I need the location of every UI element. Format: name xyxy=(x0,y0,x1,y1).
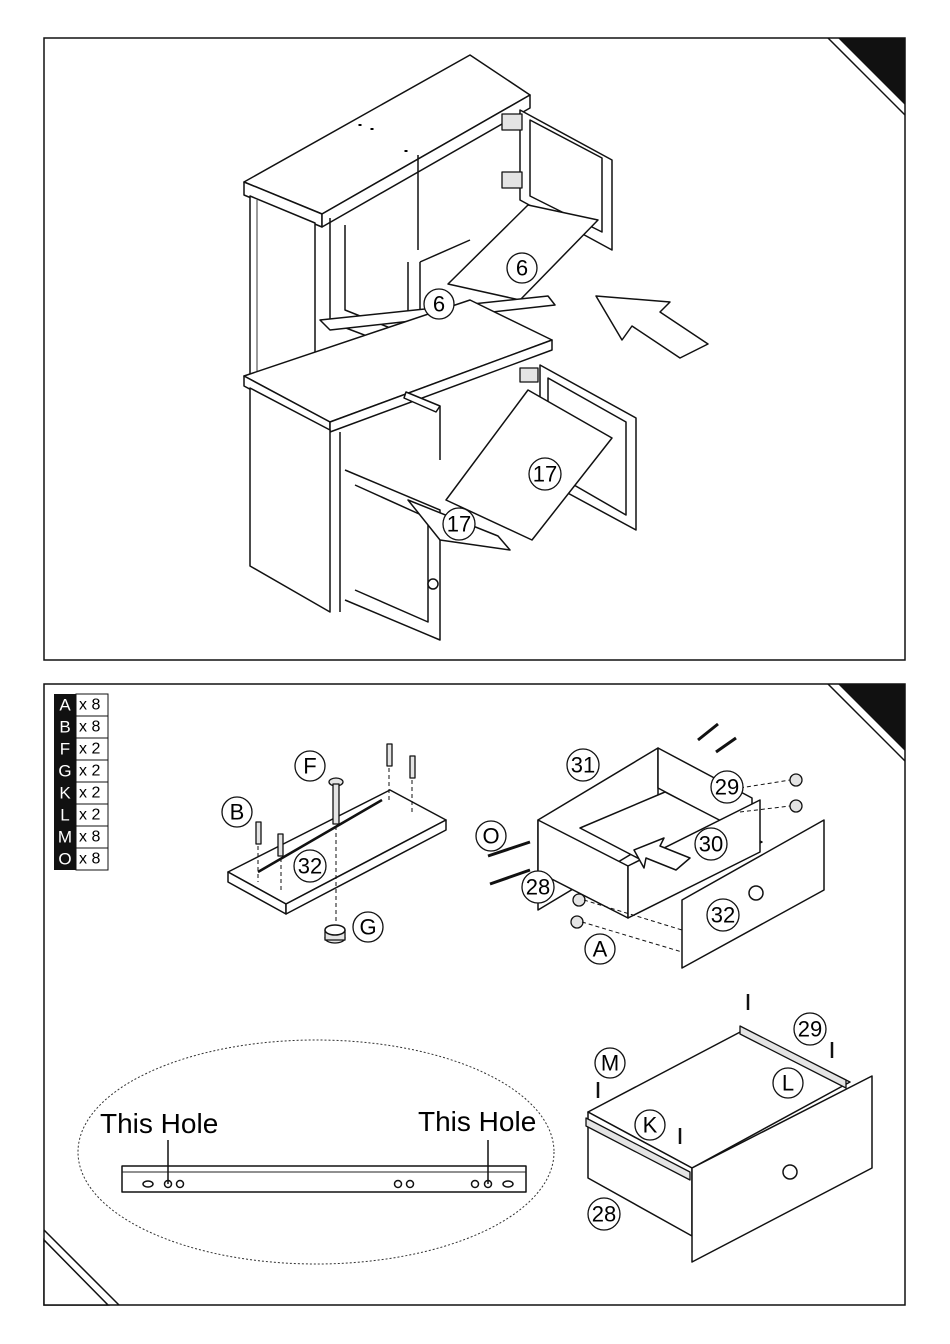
svg-text:F: F xyxy=(60,740,70,759)
svg-text:A: A xyxy=(59,696,71,715)
svg-text:G: G xyxy=(359,915,376,940)
callout-door-6a: 6 xyxy=(507,253,537,283)
svg-text:x 8: x 8 xyxy=(79,697,100,714)
svg-text:6: 6 xyxy=(433,292,445,317)
callout-32a: 32 xyxy=(294,850,326,882)
callout-l: L xyxy=(773,1068,803,1098)
parts-row-l: L x 2 xyxy=(54,804,108,826)
svg-text:x 8: x 8 xyxy=(79,719,100,736)
svg-text:M: M xyxy=(58,828,72,847)
top-panel: 6 6 17 17 xyxy=(44,38,905,660)
svg-text:32: 32 xyxy=(298,854,322,879)
callout-28b: 28 xyxy=(588,1198,620,1230)
foot-g-icon xyxy=(325,925,345,943)
callout-door-17a: 17 xyxy=(529,458,561,490)
callout-30: 30 xyxy=(695,828,727,860)
callout-o: O xyxy=(476,821,506,851)
callout-b: B xyxy=(222,797,252,827)
svg-text:O: O xyxy=(482,824,499,849)
parts-row-o: O x 8 xyxy=(54,848,108,870)
svg-text:K: K xyxy=(59,784,71,803)
parts-row-f: F x 2 xyxy=(54,738,108,760)
svg-text:x 2: x 2 xyxy=(79,785,100,802)
callout-g: G xyxy=(353,912,383,942)
svg-text:O: O xyxy=(58,850,71,869)
svg-text:F: F xyxy=(303,754,316,779)
callout-32b: 32 xyxy=(707,899,739,931)
svg-text:30: 30 xyxy=(699,832,723,857)
parts-row-k: K x 2 xyxy=(54,782,108,804)
svg-text:K: K xyxy=(643,1113,658,1138)
parts-row-m: M x 8 xyxy=(54,826,108,848)
svg-text:17: 17 xyxy=(447,512,471,537)
parts-row-g: G x 2 xyxy=(54,760,108,782)
svg-text:x 8: x 8 xyxy=(79,851,100,868)
svg-text:17: 17 xyxy=(533,462,557,487)
callout-28a: 28 xyxy=(522,871,554,903)
svg-text:B: B xyxy=(230,800,245,825)
svg-text:28: 28 xyxy=(592,1202,616,1227)
callout-door-17b: 17 xyxy=(443,508,475,540)
parts-row-a: A x 8 xyxy=(54,694,108,716)
note-left: This Hole xyxy=(100,1108,218,1139)
svg-text:x 2: x 2 xyxy=(79,763,100,780)
note-right: This Hole xyxy=(418,1106,536,1137)
drawer-runner-rail xyxy=(122,1166,526,1192)
svg-text:M: M xyxy=(601,1051,619,1076)
svg-text:x 2: x 2 xyxy=(79,741,100,758)
callout-m: M xyxy=(595,1048,625,1078)
callout-door-6b: 6 xyxy=(424,289,454,319)
svg-text:6: 6 xyxy=(516,256,528,281)
svg-text:x 2: x 2 xyxy=(79,807,100,824)
svg-text:L: L xyxy=(60,806,69,825)
callout-f: F xyxy=(295,751,325,781)
parts-row-b: B x 8 xyxy=(54,716,108,738)
svg-text:29: 29 xyxy=(798,1017,822,1042)
svg-text:28: 28 xyxy=(526,875,550,900)
callout-k: K xyxy=(635,1110,665,1140)
svg-text:29: 29 xyxy=(715,775,739,800)
svg-text:A: A xyxy=(593,937,608,962)
svg-text:L: L xyxy=(782,1071,794,1096)
callout-29b: 29 xyxy=(794,1013,826,1045)
svg-text:G: G xyxy=(58,762,71,781)
svg-text:B: B xyxy=(59,718,70,737)
callout-29a: 29 xyxy=(711,771,743,803)
bottom-panel: A x 8 B x 8 F x 2 G x 2 xyxy=(44,684,905,1305)
svg-text:x 8: x 8 xyxy=(79,829,100,846)
callout-a: A xyxy=(585,934,615,964)
callout-31: 31 xyxy=(567,749,599,781)
svg-text:31: 31 xyxy=(571,753,595,778)
svg-text:32: 32 xyxy=(711,903,735,928)
parts-list: A x 8 B x 8 F x 2 G x 2 xyxy=(54,694,108,870)
